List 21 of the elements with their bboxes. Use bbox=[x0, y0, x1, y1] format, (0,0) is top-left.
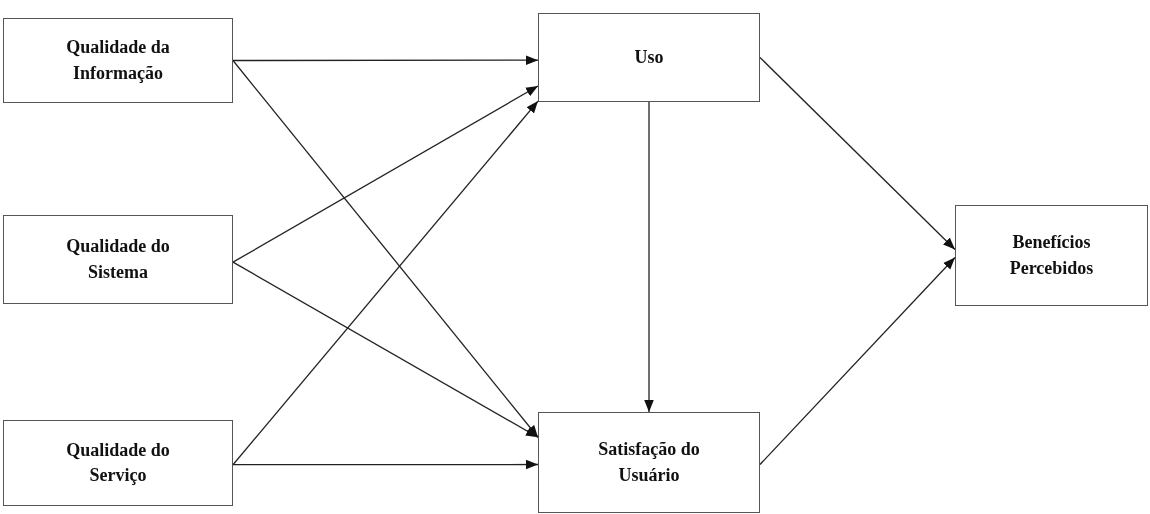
arrow bbox=[232, 55, 539, 65]
process-box bbox=[3, 215, 233, 304]
process-box bbox=[538, 412, 760, 513]
box-label: Uso bbox=[634, 45, 664, 69]
box-label: Satisfação do Usuário bbox=[597, 438, 701, 487]
arrow bbox=[644, 101, 654, 413]
box-label: Qualidade do Sistema bbox=[65, 235, 171, 284]
process-box bbox=[3, 420, 233, 506]
process-box bbox=[538, 13, 760, 102]
process-box bbox=[955, 205, 1148, 306]
box-label: Qualidade da Informação bbox=[65, 36, 171, 85]
arrow bbox=[232, 85, 539, 263]
arrow bbox=[232, 459, 539, 470]
arrow bbox=[232, 59, 539, 438]
arrow bbox=[232, 261, 539, 438]
arrow bbox=[759, 56, 956, 251]
arrow bbox=[232, 100, 539, 466]
process-box bbox=[3, 18, 233, 103]
box-label: Benefícios Percebidos bbox=[1008, 231, 1095, 280]
arrow bbox=[759, 256, 956, 466]
box-label: Qualidade do Serviço bbox=[65, 438, 171, 487]
